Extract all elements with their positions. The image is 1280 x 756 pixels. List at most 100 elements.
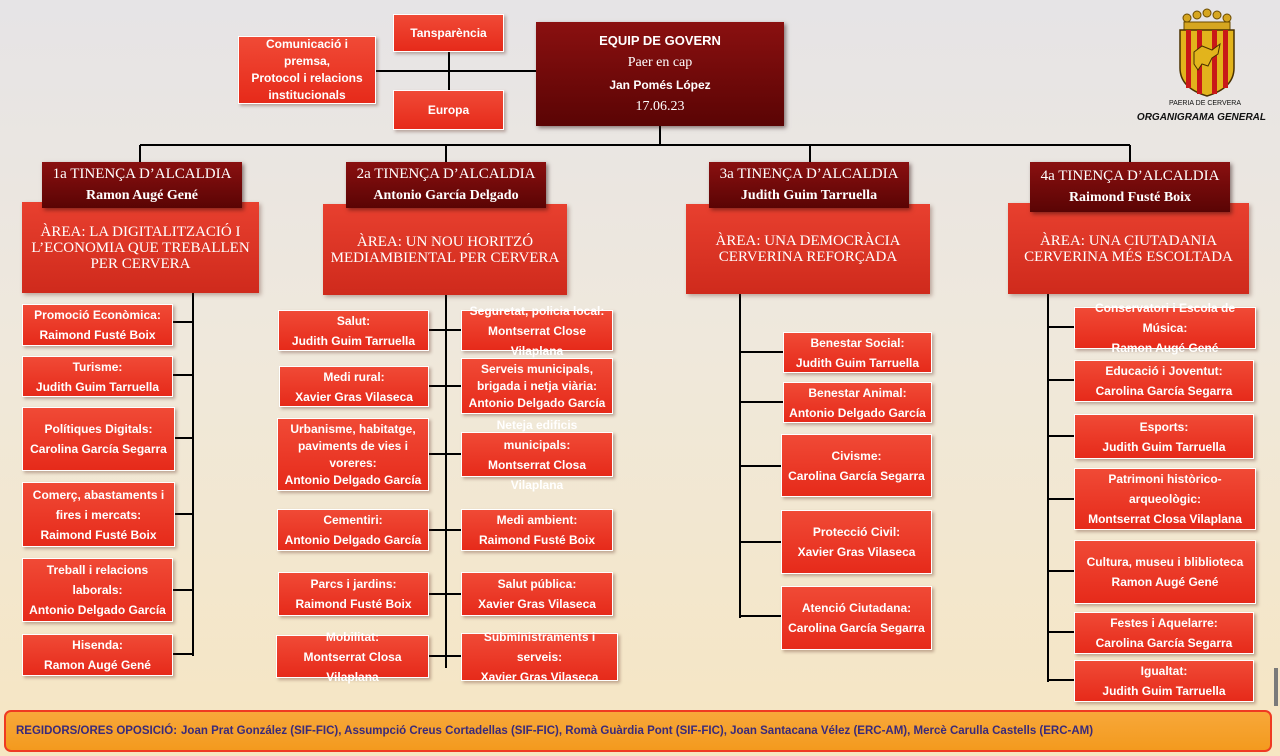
competence-box: Hisenda: Ramon Augé Gené [22,634,173,676]
tinenca-name: Ramon Augé Gené [86,188,198,203]
competence-label: paviments de vies i [297,438,409,453]
competence-label: Medi ambient: [496,513,578,527]
competence-box: Cementiri: Antonio Delgado García [277,509,429,551]
competence-person: Carolina García Segarra [788,468,925,483]
comunicacio-line: Protocol i relacions [251,71,363,85]
opposition-label: Regidors/ores oposició: [16,725,178,737]
competence-person: Judith Guim Tarruella [35,379,160,394]
opposition-text: Joan Prat González (SIF-FIC), Assumpció … [181,725,1094,737]
competence-box: Parcs i jardins: Raimond Fusté Boix [278,572,429,616]
competence-person: Montserrat Close Vilaplana [487,323,587,358]
competence-person: Judith Guim Tarruella [291,333,416,348]
competence-label: Benestar Animal: [808,385,907,400]
competence-box: Atenció Ciutadana: Carolina García Segar… [781,586,932,650]
competence-person: Ramon Augé Gené [44,658,151,672]
competence-person: Xavier Gras Vilaseca [797,545,916,559]
competence-person: Judith Guim Tarruella [1102,684,1226,698]
competence-label: Civisme: [831,448,882,463]
competence-person: Carolina García Segarra [788,621,925,635]
competence-box: Festes i Aquelarre: Carolina García Sega… [1074,612,1254,654]
competence-label: Mobilitat: [325,629,380,644]
govern-title: EQUIP DE GOVERN [599,33,721,48]
tinenca-title: 3a TINENÇA D’ALCALDIA [719,166,899,182]
govern-role: Paer en cap [627,55,693,70]
competence-box: Mobilitat: Montserrat Closa Vilaplana [276,630,429,684]
tinenca-box-4: 4a TINENÇA D’ALCALDIA Raimond Fusté Boix [1030,162,1230,212]
competence-person: Antonio Delgado García [284,533,422,547]
equip-govern-box: EQUIP DE GOVERN Paer en cap Jan Pomés Ló… [536,22,784,126]
competence-person: Ramon Augé Gené [1111,341,1219,355]
competence-label: Cementiri: [323,513,383,527]
competence-label: brigada i netja viària: [476,378,598,393]
competence-label: Serveis municipals, [480,361,594,376]
competence-label: Neteja edificis municipals: [496,417,578,452]
area-line: CERVERINA MÉS ESCOLTADA [1024,248,1233,265]
scrollbar[interactable] [1274,668,1278,706]
competence-label: Seguretat, policia local: [469,303,605,318]
competence-person: Xavier Gras Vilaseca [480,670,599,684]
competence-person: Carolina García Segarra [1095,636,1233,650]
paeria-cervera-crest-icon [1179,8,1235,97]
tinenca-name: Raimond Fusté Boix [1068,190,1192,205]
competence-box: Salut: Judith Guim Tarruella [278,310,429,351]
competence-person: Antonio Delgado García [789,405,926,420]
competence-person: Antonio Delgado García [284,472,422,487]
competence-label: Turisme: [72,359,123,374]
competence-label: Salut pública: [497,577,577,591]
competence-box: Conservatori i Escola de Música: Ramon A… [1074,301,1256,355]
competence-box: Patrimoni històrico-arqueològic: Montser… [1074,468,1256,530]
competence-label: voreres: [329,455,377,470]
competence-label: Festes i Aquelarre: [1110,616,1218,630]
comunicacio-line: Comunicació i premsa, [265,37,348,68]
competence-box: Polítiques Digitals: Carolina García Seg… [22,407,175,471]
competence-box: Benestar Social: Judith Guim Tarruella [783,332,932,373]
tinenca-box-2: 2a TINENÇA D’ALCALDIA Antonio García Del… [346,162,546,208]
competence-label: Salut: [336,313,371,328]
govern-date: 17.06.23 [635,99,685,114]
area-line: ÀREA: UN NOU HORITZÓ [356,233,534,250]
tinenca-box-3: 3a TINENÇA D’ALCALDIA Judith Guim Tarrue… [709,162,909,208]
comunicacio-box: Comunicació i premsa, Protocol i relacio… [238,36,376,104]
competence-person: Carolina García Segarra [1095,384,1233,398]
competence-label: Igualtat: [1140,664,1188,678]
area-line: L’ECONOMIA QUE TREBALLEN [31,239,250,256]
competence-label: Patrimoni històrico-arqueològic: [1108,472,1222,506]
area-line: PER CERVERA [90,255,191,272]
competence-label: Benestar Social: [810,335,905,350]
competence-box: Civisme: Carolina García Segarra [781,434,932,497]
competence-box: Esports: Judith Guim Tarruella [1074,414,1254,459]
competence-box: Seguretat, policia local: Montserrat Clo… [461,304,613,358]
competence-box: Salut pública: Xavier Gras Vilaseca [461,572,613,616]
competence-person: Raimond Fusté Boix [295,597,412,611]
competence-label: Comerç, abastaments i [32,487,165,502]
competence-box: Turisme: Judith Guim Tarruella [22,356,173,397]
area-line: ÀREA: UNA DEMOCRÀCIA [715,233,901,249]
competence-label: Medi rural: [323,369,385,384]
competence-label: Parcs i jardins: [310,577,397,591]
competence-label: Protecció Civil: [812,525,901,539]
competence-person: Montserrat Closa Vilaplana [1088,512,1242,526]
area-box-1: ÀREA: LA DIGITALITZACIÓ I L’ECONOMIA QUE… [22,202,259,293]
area-line: ÀREA: LA DIGITALITZACIÓ I [40,223,241,240]
competence-person: Antonio Delgado García [468,395,606,410]
opposition-footer: Regidors/ores oposició: Joan Prat Gonzál… [4,710,1272,752]
comunicacio-line: institucionals [268,88,346,102]
transparencia-label: Tansparència [410,26,487,40]
competence-person: Judith Guim Tarruella [1102,439,1226,454]
competence-person: Ramon Augé Gené [1111,575,1219,589]
competence-person: Xavier Gras Vilaseca [295,389,413,404]
competence-box: Treball i relacions laborals: Antonio De… [22,558,173,622]
competence-label: Treball i relacions laborals: [46,563,149,597]
competence-label: Polítiques Digitals: [44,422,153,436]
competence-label: Atenció Ciutadana: [801,601,912,615]
competence-box: Medi ambient: Raimond Fusté Boix [461,509,613,551]
competence-label: fires i mercats: [55,507,142,522]
govern-name: Jan Pomés López [609,78,711,92]
area-box-2: ÀREA: UN NOU HORITZÓ MEDIAMBIENTAL PER C… [323,204,567,295]
transparencia-box: Tansparència [393,14,504,52]
tinenca-title: 2a TINENÇA D’ALCALDIA [356,166,536,182]
competence-person: Raimond Fusté Boix [40,527,157,542]
tinenca-name: Antonio García Delgado [373,188,519,203]
competence-box: Comerç, abastaments i fires i mercats: R… [22,482,175,547]
organigrama-label: ORGANIGRAMA GENERAL [1136,112,1266,123]
